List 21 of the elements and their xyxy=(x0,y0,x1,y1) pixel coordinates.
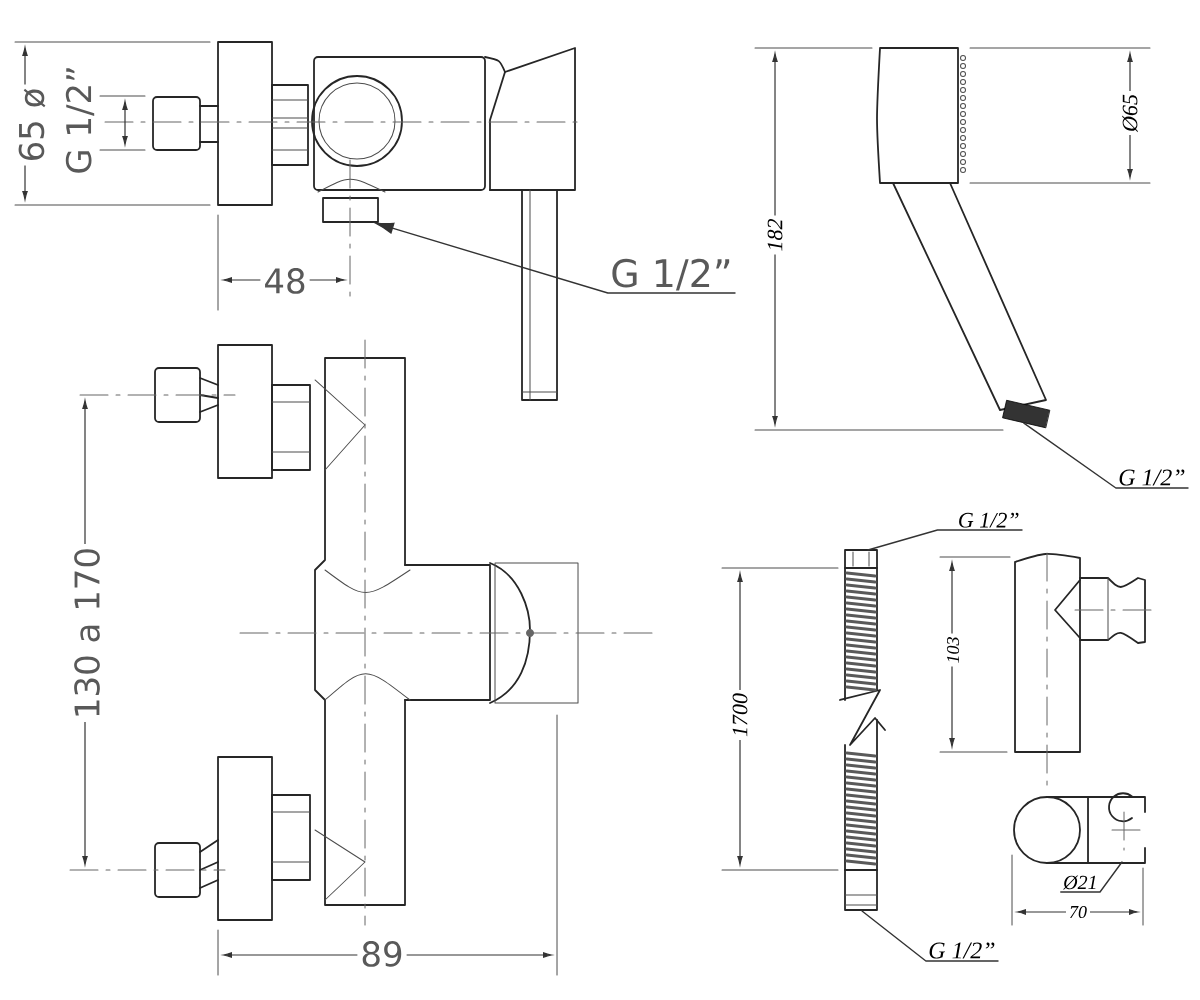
leader-text: G 1/2” xyxy=(612,258,730,291)
dimension-label: 70 xyxy=(1066,902,1090,922)
threaded-fitting xyxy=(1002,399,1050,429)
dimension-label: 48 xyxy=(260,265,310,297)
leader-text: G 1/2” xyxy=(929,942,995,959)
leader-line xyxy=(867,529,1023,551)
leader-line xyxy=(1060,861,1123,893)
leader-text: G 1/2” xyxy=(1119,469,1185,486)
dimension-label: 65 ø xyxy=(15,84,49,166)
dimension-label: 130 a 170 xyxy=(71,543,103,723)
leader-line xyxy=(861,910,999,962)
leader-line xyxy=(1023,422,1189,489)
dimension-label: 103 xyxy=(943,633,963,667)
leader-text: G 1/2” xyxy=(959,512,1019,528)
dimension-label: 182 xyxy=(764,215,786,255)
dimension-label: 89 xyxy=(357,938,407,970)
leader-text: Ø21 xyxy=(1062,875,1096,890)
dimension-label: Ø65 xyxy=(1119,91,1141,135)
dimension-label: 1700 xyxy=(729,690,751,740)
dimension-label: G 1/2” xyxy=(62,62,98,178)
leader-line xyxy=(375,222,736,294)
